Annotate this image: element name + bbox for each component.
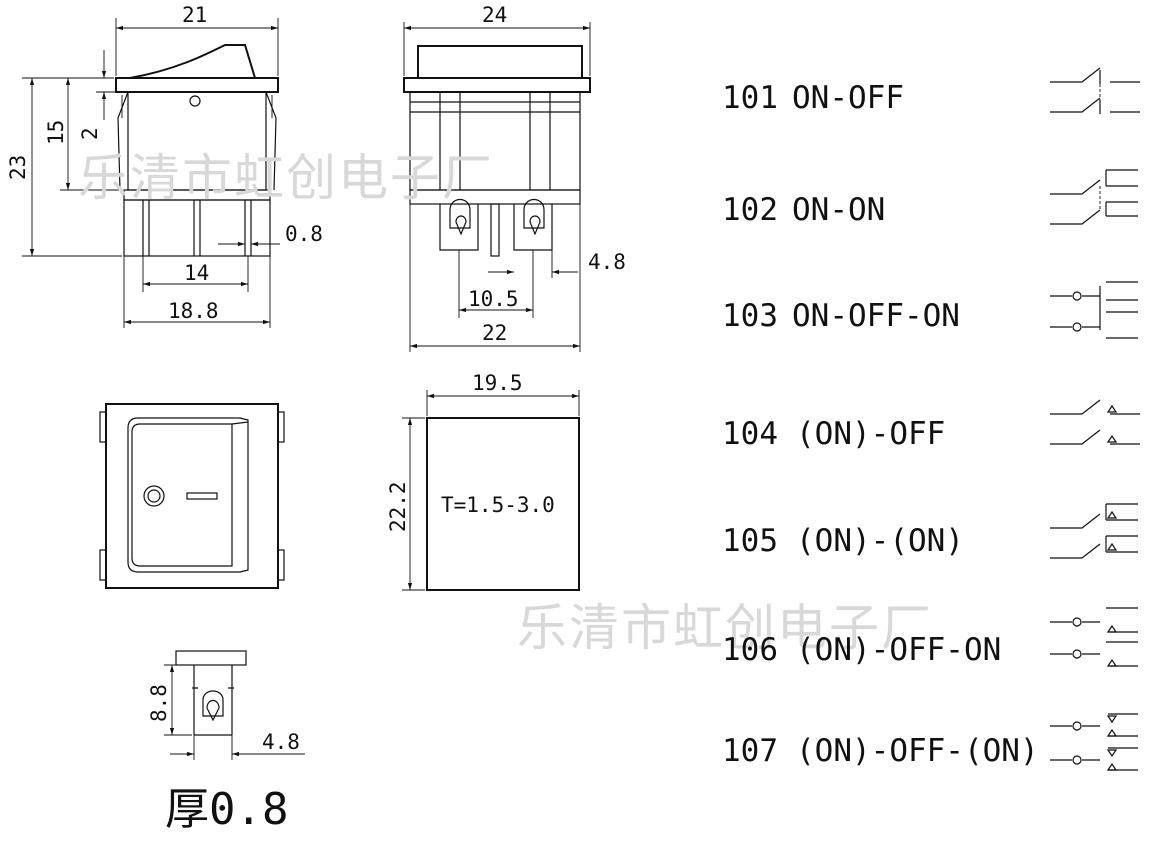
terminal-blade bbox=[193, 665, 233, 736]
model-row-101: 101 ON-OFF bbox=[722, 80, 904, 116]
dim-terminal-width: 4.8 bbox=[588, 250, 626, 274]
off-symbol-circle bbox=[143, 485, 165, 507]
dim-front-body-width: 22 bbox=[482, 321, 507, 345]
rocker-face bbox=[127, 417, 249, 573]
spdt-momentary-symbol bbox=[1050, 503, 1138, 559]
dim-step: 2 bbox=[78, 127, 102, 140]
rocker-outline bbox=[129, 44, 256, 79]
model-code: 104 bbox=[722, 416, 778, 452]
rocker-top bbox=[417, 45, 583, 79]
model-label: ON-OFF bbox=[792, 80, 904, 116]
indicator-hole bbox=[189, 95, 201, 107]
spst-symbol bbox=[1050, 67, 1140, 114]
side-latches bbox=[117, 91, 277, 191]
model-code: 105 bbox=[722, 523, 778, 559]
center-pin bbox=[490, 203, 500, 257]
model-row-102: 102 ON-ON bbox=[722, 192, 885, 228]
model-code: 106 bbox=[722, 632, 778, 668]
terminal-head bbox=[175, 650, 247, 666]
dim-terminal-height: 8.8 bbox=[147, 684, 171, 722]
model-code: 101 bbox=[722, 80, 778, 116]
top-view-frame bbox=[105, 403, 279, 589]
model-label: ON-ON bbox=[792, 192, 885, 228]
pin-block bbox=[123, 199, 271, 257]
cutout-rect bbox=[426, 417, 580, 591]
dim-body-width: 18.8 bbox=[168, 299, 219, 323]
top-flange bbox=[115, 77, 279, 93]
front-view: 24 10.5 4.8 22 bbox=[403, 3, 626, 352]
terminal-thickness-label: 厚0.8 bbox=[165, 784, 288, 835]
watermark-top: 乐清市虹创电子厂 bbox=[78, 149, 494, 207]
model-list: 101 ON-OFF 102 ON-ON 103 ON-OFF-ON 104 (… bbox=[722, 80, 1039, 769]
dim-total-height: 23 bbox=[6, 155, 30, 180]
spdt-center-off-symbol bbox=[1050, 281, 1138, 339]
spdt-symbol bbox=[1050, 169, 1138, 225]
dim-front-pin-pitch: 10.5 bbox=[468, 287, 519, 311]
on-symbol-bar bbox=[186, 492, 218, 500]
model-row-104: 104 (ON)-OFF bbox=[722, 416, 945, 452]
terminal-detail: 8.8 4.8 厚0.8 bbox=[147, 650, 305, 835]
model-label: (ON)-OFF-ON bbox=[796, 632, 1001, 668]
model-label: (ON)-OFF bbox=[796, 416, 945, 452]
watermark-bottom: 乐清市虹创电子厂 bbox=[517, 599, 933, 657]
front-flange bbox=[403, 77, 591, 93]
top-view bbox=[99, 403, 285, 589]
dim-cutout-height: 22.2 bbox=[386, 481, 410, 532]
spdt-center-off-momentary-both-symbol bbox=[1050, 713, 1138, 771]
model-label: ON-OFF-ON bbox=[792, 298, 960, 334]
cutout-thickness-label: T=1.5-3.0 bbox=[441, 493, 555, 517]
model-code: 107 bbox=[722, 733, 778, 769]
model-row-106: 106 (ON)-OFF-ON bbox=[722, 632, 1001, 668]
model-code: 103 bbox=[722, 298, 778, 334]
dim-top-width: 21 bbox=[182, 3, 207, 27]
dim-front-top-width: 24 bbox=[482, 3, 507, 27]
model-label: (ON)-(ON) bbox=[796, 523, 964, 559]
terminal-left bbox=[439, 204, 479, 251]
dim-body-height: 15 bbox=[44, 120, 68, 145]
dim-cutout-width: 19.5 bbox=[472, 371, 523, 395]
model-row-107: 107 (ON)-OFF-(ON) bbox=[722, 733, 1039, 769]
model-row-105: 105 (ON)-(ON) bbox=[722, 523, 964, 559]
side-view: 21 23 15 2 0.8 14 18.8 bbox=[6, 3, 323, 328]
panel-cutout: T=1.5-3.0 19.5 22.2 bbox=[386, 371, 580, 591]
model-row-103: 103 ON-OFF-ON bbox=[722, 298, 960, 334]
dim-pin-width: 0.8 bbox=[285, 222, 323, 246]
model-label: (ON)-OFF-(ON) bbox=[796, 733, 1039, 769]
spst-momentary-symbol bbox=[1050, 399, 1140, 445]
spdt-center-off-momentary-one-symbol bbox=[1050, 607, 1138, 667]
terminal-right bbox=[513, 204, 553, 251]
circuit-symbols bbox=[1050, 67, 1140, 771]
dim-pin-pitch: 14 bbox=[184, 261, 209, 285]
dim-terminal-detail-width: 4.8 bbox=[262, 730, 300, 754]
model-code: 102 bbox=[722, 192, 778, 228]
